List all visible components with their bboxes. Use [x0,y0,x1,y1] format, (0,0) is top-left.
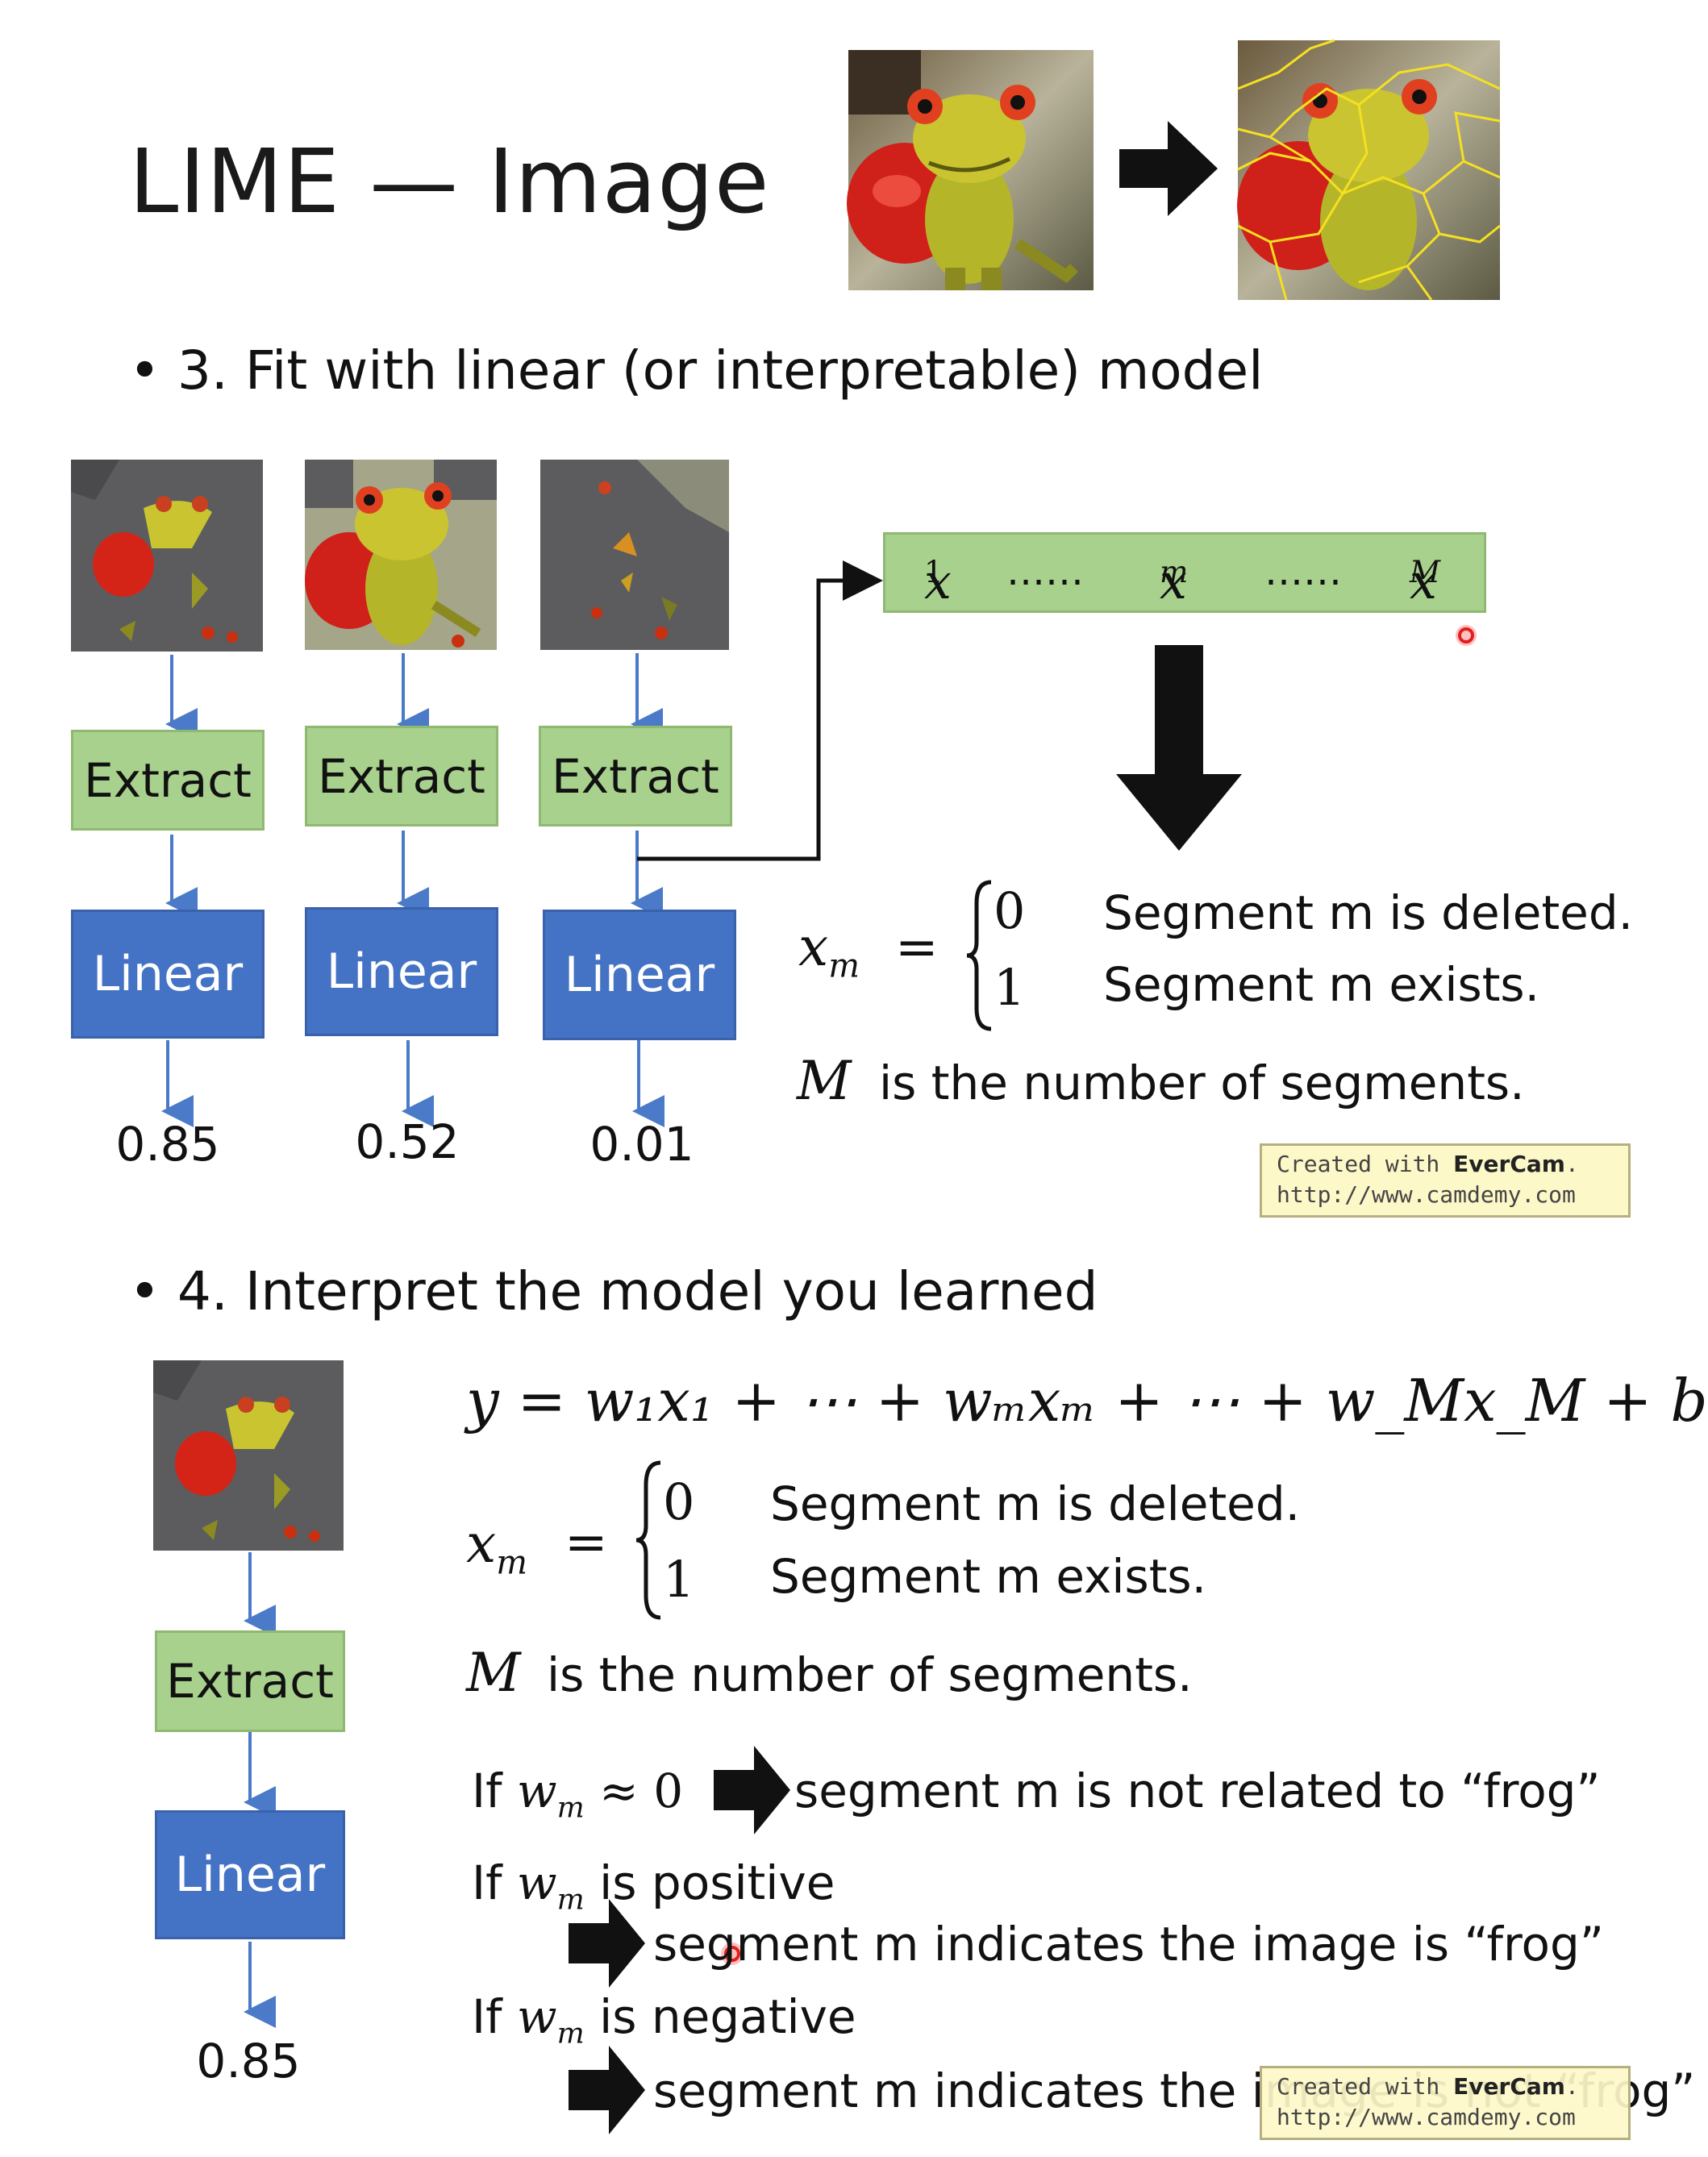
def-equals-1: = [895,918,939,977]
output-value-4: 0.85 [196,2034,301,2088]
brace-1 [966,880,992,1031]
def-exists-1: Segment m exists. [1103,957,1540,1012]
evercam-created-1: Created with [1277,1151,1440,1177]
extract-box-4: Extract [155,1630,345,1732]
output-value-3: 0.01 [589,1117,694,1172]
output-value-1: 0.85 [115,1117,220,1172]
perturbed-image-1 [71,460,263,652]
linear-box-1: Linear [71,910,265,1039]
vector-dots-2: …… [1264,549,1342,594]
def-zero-2: 0 [663,1472,695,1531]
evercam-badge-1: Created with EverCam. http://www.camdemy… [1260,1143,1631,1218]
def-deleted-2: Segment m is deleted. [770,1476,1301,1531]
rule-positive-result: segment m indicates the image is “frog” [653,1917,1604,1972]
def-one-1: 1 [994,958,1026,1017]
def-M-1: M [797,1050,852,1112]
evercam-brand-2: EverCam [1453,2073,1565,2100]
def-lhs-1: xm [798,916,860,985]
evercam-created-2: Created with [1277,2073,1440,2100]
output-value-2: 0.52 [355,1114,460,1169]
perturbed-image-4 [153,1360,344,1551]
def-one-2: 1 [663,1550,695,1609]
rule-zero: If wm ≈ 0 [472,1763,684,1825]
def-M-2: M [466,1642,521,1704]
def-deleted-1: Segment m is deleted. [1103,885,1634,940]
slide-title: LIME — Image [129,130,770,233]
step3-connectors [161,560,1477,1127]
linear-box-4: Linear [155,1810,345,1939]
linear-box-2: Linear [305,907,498,1036]
evercam-badge-2: Created with EverCam. http://www.camdemy… [1260,2066,1631,2140]
rule-zero-result: segment m is not related to “frog” [794,1763,1601,1818]
frog-original-image [847,50,1094,290]
extract-box-3: Extract [539,726,732,827]
def-equals-2: = [564,1513,608,1572]
rule-negative: If wm is negative [472,1989,856,2051]
frog-segmented-image [1237,39,1501,301]
evercam-url-2: http://www.camdemy.com [1277,2104,1576,2130]
def-num-segments-2: is the number of segments. [547,1647,1193,1702]
vector-dots-1: …… [1006,549,1084,594]
def-zero-1: 0 [994,881,1026,940]
evercam-url-1: http://www.camdemy.com [1277,1181,1576,1208]
step-4-heading: • 4. Interpret the model you learned [129,1260,1098,1322]
linear-equation: y = w₁x₁ + ⋯ + wₘxₘ + ⋯ + w_Mx_M + b [466,1367,1708,1435]
step-3-heading: • 3. Fit with linear (or interpretable) … [129,339,1264,402]
def-exists-2: Segment m exists. [770,1549,1207,1604]
right-arrow-icon [1119,121,1218,216]
perturbed-image-2 [305,460,497,650]
rule-positive: If wm is positive [472,1855,835,1917]
step4-connectors [244,1552,790,2134]
extract-box-1: Extract [71,730,265,831]
def-num-segments-1: is the number of segments. [879,1056,1525,1110]
extract-box-2: Extract [305,726,498,827]
evercam-brand-1: EverCam [1453,1151,1565,1177]
linear-box-3: Linear [543,910,736,1040]
def-lhs-2: xm [466,1513,528,1582]
perturbed-image-3 [540,460,729,650]
brace-2 [635,1460,661,1620]
